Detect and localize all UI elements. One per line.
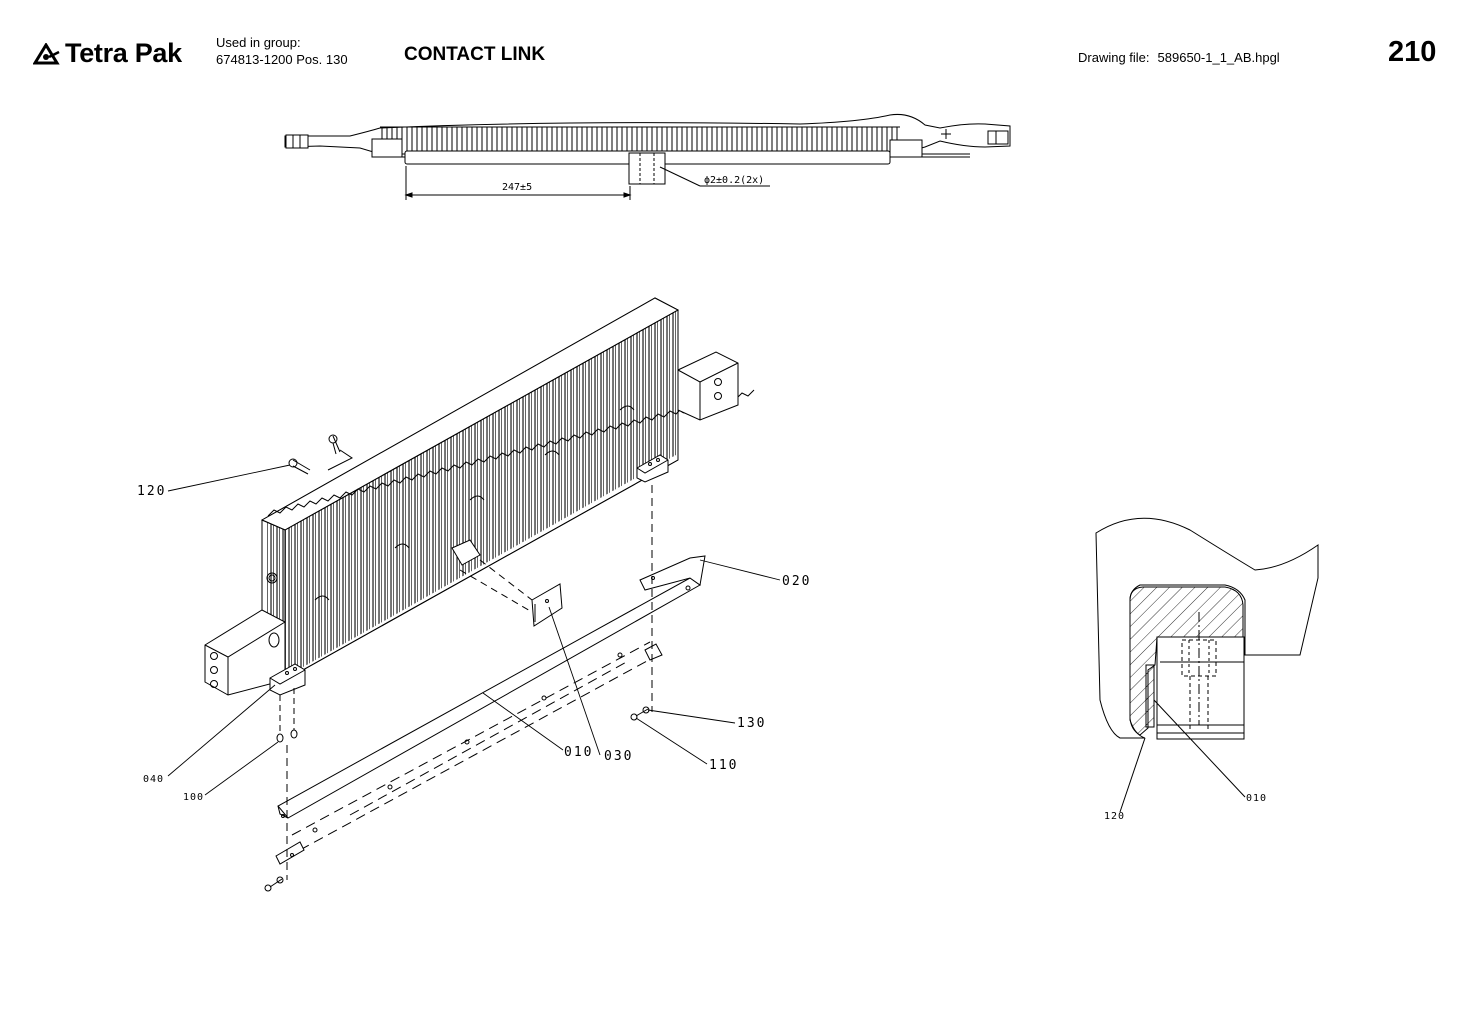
- drawing-file-value: 589650-1_1_AB.hpgl: [1157, 50, 1280, 65]
- drawing-file: Drawing file: 589650-1_1_AB.hpgl: [1078, 50, 1280, 65]
- brand-name: Tetra Pak: [65, 38, 182, 68]
- tetra-pak-logo: Tetra Pak: [33, 38, 182, 69]
- contact-bar-dashed-ends: [275, 643, 663, 865]
- used-in-value: 674813-1200 Pos. 130: [216, 52, 348, 67]
- callout-040: 040: [143, 774, 164, 785]
- bracket-right: [636, 454, 669, 483]
- section-callout-010: 010: [1246, 793, 1267, 804]
- callout-110: 110: [709, 758, 738, 773]
- plate-030: [451, 539, 563, 627]
- used-in-label: Used in group:: [216, 35, 301, 50]
- section-view: [1095, 517, 1319, 813]
- callout-030: 030: [604, 749, 633, 764]
- left-connector: [204, 609, 286, 696]
- dimension-label: 247±5: [502, 182, 532, 193]
- diameter-note: ϕ2±0.2(2x): [704, 175, 764, 186]
- screws-110-130: [630, 706, 650, 721]
- callout-100: 100: [183, 792, 204, 803]
- heat-sink: [260, 297, 755, 681]
- page-number: 210: [1388, 36, 1437, 68]
- screw-bottom: [264, 876, 284, 892]
- callout-130: 130: [737, 716, 766, 731]
- bracket-040: [269, 663, 306, 743]
- tetra-pak-triangle-icon: [33, 42, 60, 64]
- isometric-assembly: [204, 297, 755, 892]
- section-callout-120: 120: [1104, 811, 1125, 822]
- right-connector: [677, 351, 739, 421]
- top-view: [284, 114, 1011, 200]
- contact-bar-010: [277, 555, 706, 819]
- contact-bar-dashed: [291, 641, 659, 851]
- screw-120: [288, 434, 353, 475]
- leader-lines: [167, 464, 781, 796]
- page-title: CONTACT LINK: [404, 44, 546, 65]
- callout-020: 020: [782, 574, 811, 589]
- used-in-group: Used in group: 674813-1200 Pos. 130: [216, 34, 348, 68]
- drawing-file-label: Drawing file:: [1078, 50, 1150, 65]
- callout-120: 120: [137, 484, 166, 499]
- callout-010: 010: [564, 745, 593, 760]
